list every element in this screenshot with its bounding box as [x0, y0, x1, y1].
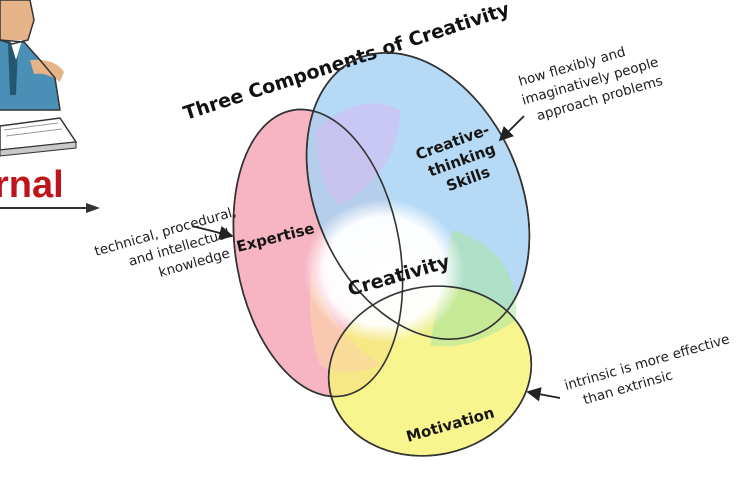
creative-note: how flexibly and imaginatively people ap… [517, 44, 665, 124]
overlap-purple [316, 103, 400, 205]
overlap-peach [309, 270, 380, 373]
expertise-arrow [191, 225, 234, 240]
creativity-center [304, 199, 464, 343]
creative-arrow [498, 115, 525, 142]
motivation-note: intrinsic is more effective than extrins… [563, 331, 732, 408]
book-illustration [0, 117, 78, 157]
creative-thinking-label: Creative- thinking Skills [413, 120, 498, 195]
internal-word: rnal [0, 164, 64, 206]
internal-arrow-head [86, 203, 100, 213]
motivation-arrow [526, 387, 561, 402]
person-illustration [0, 0, 64, 111]
expertise-note: technical, procedural, and intellectual … [93, 204, 238, 281]
